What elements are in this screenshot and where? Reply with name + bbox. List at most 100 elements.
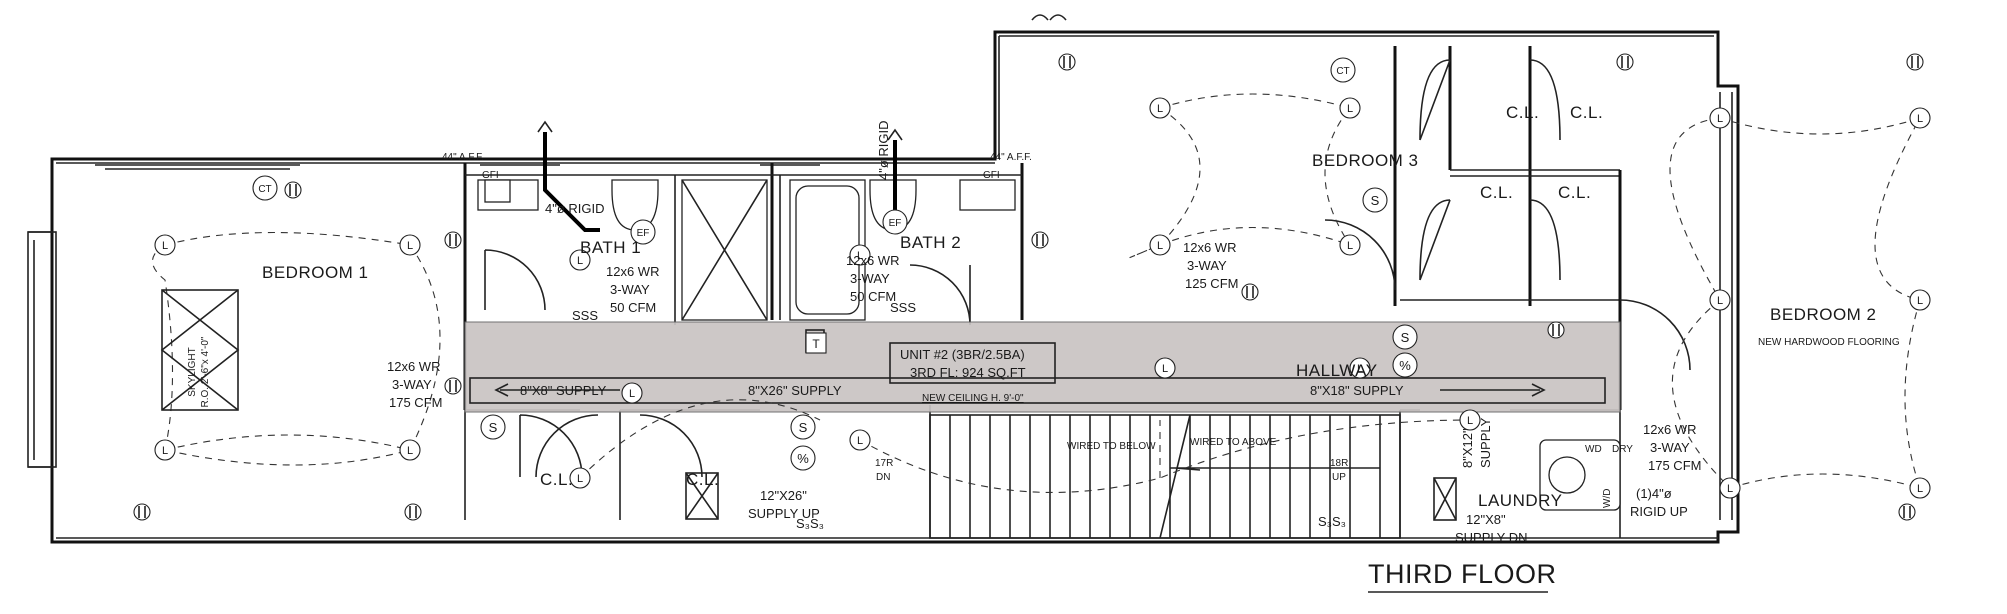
light-fixture-symbols bbox=[154, 97, 1931, 499]
outlet-icon bbox=[1898, 503, 1916, 521]
light-label: L bbox=[162, 240, 168, 252]
room-labels: BEDROOM 1 BEDROOM 2 NEW HARDWOOD FLOORIN… bbox=[262, 103, 1900, 510]
ceiling-note: NEW CEILING H. 9'-0" bbox=[922, 393, 1024, 404]
duct-8x8: 8"X8" SUPPLY bbox=[520, 383, 607, 398]
closet-label: C.L. bbox=[1570, 103, 1603, 122]
light-icon bbox=[1339, 234, 1361, 256]
light-label: L bbox=[857, 250, 863, 262]
fan-bedroom2-type: 3-WAY bbox=[1650, 440, 1690, 455]
drawing-title: THIRD FLOOR bbox=[1368, 559, 1557, 593]
light-labels: L L L L L L L L L L L L L L L L L L L L … bbox=[162, 103, 1923, 495]
light-label: L bbox=[162, 445, 168, 457]
fan-bedroom3-type: 3-WAY bbox=[1187, 258, 1227, 273]
outlet-symbols bbox=[133, 53, 1924, 521]
stairs-up-risers: 18R bbox=[1330, 458, 1348, 469]
co-label: % bbox=[1399, 358, 1411, 373]
smoke-detector-icon bbox=[480, 414, 506, 440]
exhaust-fan-symbols: EF EF bbox=[630, 209, 908, 245]
outlet-icon bbox=[1906, 53, 1924, 71]
unit-info-line2: 3RD FL: 924 SQ.FT bbox=[910, 365, 1026, 380]
exterior-walls bbox=[27, 14, 1740, 544]
light-label: L bbox=[1727, 483, 1733, 495]
misc-symbols: 44" A.F.F. 44" A.F.F. GFI GFI SSS SSS S₃… bbox=[442, 152, 1633, 531]
room-bedroom-1: BEDROOM 1 bbox=[262, 263, 369, 282]
light-label: L bbox=[577, 255, 583, 267]
thermostat-label: CT bbox=[1336, 66, 1349, 77]
duct-8x18: 8"X18" SUPPLY bbox=[1310, 383, 1404, 398]
light-label: L bbox=[1347, 103, 1353, 115]
smoke-label: S bbox=[799, 420, 808, 435]
light-label: L bbox=[1357, 363, 1363, 375]
bath1-rigid: 4"ø RIGID bbox=[545, 201, 605, 216]
smoke-detector-icon bbox=[1392, 324, 1418, 350]
closet-label: C.L. bbox=[686, 470, 719, 489]
light-label: L bbox=[857, 435, 863, 447]
outlet-icon bbox=[1058, 53, 1076, 71]
t-box bbox=[805, 332, 827, 354]
fan-bedroom1-size: 12x6 WR bbox=[387, 359, 440, 374]
laundry-rigid: (1)4"ø bbox=[1636, 486, 1672, 501]
duct-12x8-dir: SUPPLY DN bbox=[1455, 530, 1528, 545]
light-icon bbox=[399, 234, 421, 256]
light-label: L bbox=[1467, 415, 1473, 427]
wired-below: WIRED TO BELOW bbox=[1067, 441, 1156, 452]
thermostat-symbols: CT CT bbox=[252, 57, 1356, 201]
light-icon bbox=[1709, 289, 1731, 311]
light-label: L bbox=[629, 388, 635, 400]
wired-above: WIRED TO ABOVE bbox=[1190, 437, 1277, 448]
smoke-label: S bbox=[1371, 193, 1380, 208]
skylight-size: R.O. 2'-6"x 4'-0" bbox=[200, 336, 211, 407]
skylight: SKYLIGHT R.O. 2'-6"x 4'-0" bbox=[160, 289, 240, 411]
exhaust-fan-icon bbox=[630, 219, 656, 245]
light-icon bbox=[569, 249, 591, 271]
duct-12x26: 12"X26" bbox=[760, 488, 807, 503]
outlet-icon bbox=[1547, 321, 1565, 339]
smoke-label: S bbox=[489, 420, 498, 435]
smoke-detector-icon bbox=[1362, 187, 1388, 213]
outlet-icon bbox=[133, 503, 151, 521]
outlet-icon bbox=[444, 377, 462, 395]
light-label: L bbox=[1347, 240, 1353, 252]
duct-12x26-dir: SUPPLY UP bbox=[748, 506, 820, 521]
unit-info-line1: UNIT #2 (3BR/2.5BA) bbox=[900, 347, 1025, 362]
light-icon bbox=[849, 244, 871, 266]
thermostat-icon bbox=[1330, 57, 1356, 83]
gfi-label: GFI bbox=[983, 170, 1000, 181]
switch-label: SSS bbox=[572, 308, 598, 323]
closet-label: C.L. bbox=[1506, 103, 1539, 122]
duct-12x8: 12"X8" bbox=[1466, 512, 1506, 527]
co-detector-icon bbox=[1392, 352, 1418, 378]
stair-notes: WIRED TO BELOW WIRED TO ABOVE 17R DN 18R… bbox=[875, 437, 1348, 483]
room-bath-2: BATH 2 bbox=[900, 233, 961, 252]
floor-title: THIRD FLOOR bbox=[1368, 559, 1557, 589]
duct-8x12: 8"X12" bbox=[1460, 428, 1475, 468]
s3-label: S₃S₃ bbox=[1318, 514, 1346, 529]
door-swings bbox=[484, 59, 1691, 478]
stairs-up: UP bbox=[1332, 472, 1346, 483]
unit-info: UNIT #2 (3BR/2.5BA) 3RD FL: 924 SQ.FT NE… bbox=[889, 342, 1056, 404]
fan-bedroom3-size: 12x6 WR bbox=[1183, 240, 1236, 255]
light-icon bbox=[1909, 477, 1931, 499]
detector-symbols: S S % S S % bbox=[480, 187, 1418, 471]
light-icon bbox=[1459, 409, 1481, 431]
exhaust-fan-icon bbox=[882, 209, 908, 235]
light-icon bbox=[154, 234, 176, 256]
light-label: L bbox=[1917, 113, 1923, 125]
fan-bedroom2-size: 12x6 WR bbox=[1643, 422, 1696, 437]
duct-notes: 8"X8" SUPPLY 8"X26" SUPPLY 8"X18" SUPPLY… bbox=[520, 120, 1688, 545]
co-detector-icon bbox=[790, 445, 816, 471]
fan-bedroom2-cfm: 175 CFM bbox=[1648, 458, 1701, 473]
laundry-rigid-dir: RIGID UP bbox=[1630, 504, 1688, 519]
light-label: L bbox=[407, 445, 413, 457]
bedroom-2-note: NEW HARDWOOD FLOORING bbox=[1758, 337, 1900, 348]
light-icon bbox=[1719, 477, 1741, 499]
fan-bath2-cfm: 50 CFM bbox=[850, 289, 896, 304]
t-label: T bbox=[812, 337, 820, 351]
light-label: L bbox=[1717, 295, 1723, 307]
fan-specs: 12x6 WR 3-WAY 175 CFM 12x6 WR 3-WAY 50 C… bbox=[387, 240, 1701, 473]
dryer-label: DRY bbox=[1612, 444, 1633, 455]
light-label: L bbox=[1157, 240, 1163, 252]
outlet-icon bbox=[284, 181, 302, 199]
bath-fixtures bbox=[477, 179, 1621, 511]
exhaust-fan-label: EF bbox=[637, 228, 650, 239]
